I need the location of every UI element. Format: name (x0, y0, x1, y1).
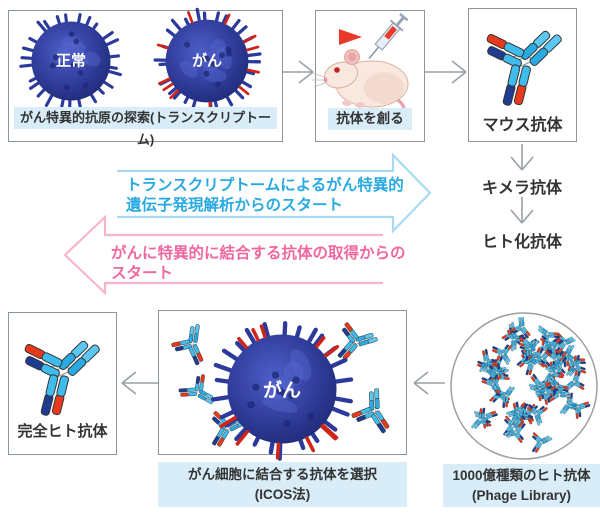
antibody-icon (533, 328, 566, 360)
antibody-icon (502, 416, 533, 448)
selection-caption-line2: (ICOS法) (254, 487, 311, 502)
antibody-icon (563, 367, 589, 395)
antibody-icon (544, 374, 572, 401)
chimera-antibody-label: キメラ抗体 (481, 180, 562, 197)
antibody-icon (517, 338, 540, 362)
antibody-icon (528, 342, 560, 375)
antibody-first-flow-line2: スタート (111, 265, 174, 282)
antibody-icon (562, 350, 587, 373)
antibody-icon (488, 338, 518, 367)
antibody-icon (524, 427, 554, 455)
left-arrow-icon (413, 371, 445, 395)
transcriptome-flow-text: トランスクリプトームによるがん特異的 遺伝子発現解析からのスタート (126, 176, 404, 216)
immunize-mouse-caption: 抗体を創る (328, 108, 412, 130)
antibody-icon (543, 350, 574, 382)
normal-cell-label: 正常 (55, 52, 87, 70)
antibody-icon (540, 342, 572, 373)
antibody-icon (564, 393, 593, 423)
antibody-icon (536, 370, 566, 399)
antibody-icon (512, 397, 545, 429)
cancer-cell-label-big: がん (262, 380, 302, 402)
phage-library-caption: 1000億種類のヒト抗体 (Phage Library) (443, 464, 600, 507)
selection-caption: がん細胞に結合する抗体を選択 (ICOS法) (158, 462, 407, 507)
antibody-icon (504, 396, 536, 428)
antibody-icon (538, 331, 570, 363)
antibody-icon (548, 327, 578, 359)
antibody-icon (542, 378, 574, 410)
antibody-icon (484, 351, 511, 380)
antibody-icon (505, 317, 538, 345)
transcriptome-flow-line1: トランスクリプトームによるがん特異的 (126, 177, 404, 194)
antibody-icon (470, 406, 494, 432)
antibody-icon (510, 342, 542, 375)
antibody-icon (480, 357, 511, 389)
antibody-icon (559, 392, 582, 416)
antibody-icon (493, 384, 517, 409)
right-arrow-icon (425, 60, 467, 84)
antibody-icon (485, 360, 513, 389)
antibody-icon (478, 369, 507, 397)
antibody-icon (504, 398, 532, 428)
humanized-antibody-label: ヒト化抗体 (481, 234, 562, 251)
antibody-icon (526, 374, 557, 405)
phage-antibodies (470, 317, 593, 455)
antibody-icon (495, 410, 526, 442)
antibody-first-flow-text: がんに特異的に結合する抗体の取得からの スタート (111, 244, 406, 284)
antibody-icon (565, 354, 588, 379)
right-arrow-icon (283, 60, 314, 84)
antibody-icon (512, 328, 545, 360)
selection-caption-line1: がん細胞に結合する抗体を選択 (188, 467, 377, 482)
antibody-icon (473, 346, 501, 375)
phage-library-circle-icon (450, 312, 598, 460)
antibody-icon (484, 380, 516, 411)
antibody-icon (523, 367, 555, 400)
antibody-icon (531, 378, 563, 409)
phage-library-caption-line1: 1000億種類のヒト抗体 (452, 468, 591, 483)
human-antibody-label: 完全ヒト抗体 (17, 423, 108, 440)
antibody-icon (516, 338, 549, 370)
transcriptome-flow-line2: 遺伝子発現解析からのスタート (126, 197, 344, 214)
phage-library-caption-line2: (Phage Library) (471, 488, 572, 503)
antigen-search-caption: がん特異的抗原の探索(トランスクリプトーム) (14, 107, 277, 147)
antibody-icon (473, 353, 502, 381)
antibody-icon (499, 322, 531, 354)
antibody-icon (536, 324, 561, 347)
antibody-icon (497, 319, 529, 352)
antibody-icon (521, 396, 553, 428)
cancer-cell-label: がん (191, 52, 223, 70)
antibody-icon (517, 351, 543, 378)
antibody-icon (541, 359, 566, 385)
down-arrow-icon (510, 197, 534, 224)
antibody-icon (471, 402, 502, 432)
antibody-icon (523, 343, 552, 373)
antibody-icon (512, 402, 536, 427)
antibody-first-flow-line1: がんに特異的に結合する抗体の取得からの (111, 245, 406, 262)
mouse-antibody-label: マウス抗体 (482, 117, 563, 134)
left-arrow-icon (121, 371, 158, 395)
antibody-icon (552, 342, 578, 370)
down-arrow-icon (510, 144, 534, 171)
